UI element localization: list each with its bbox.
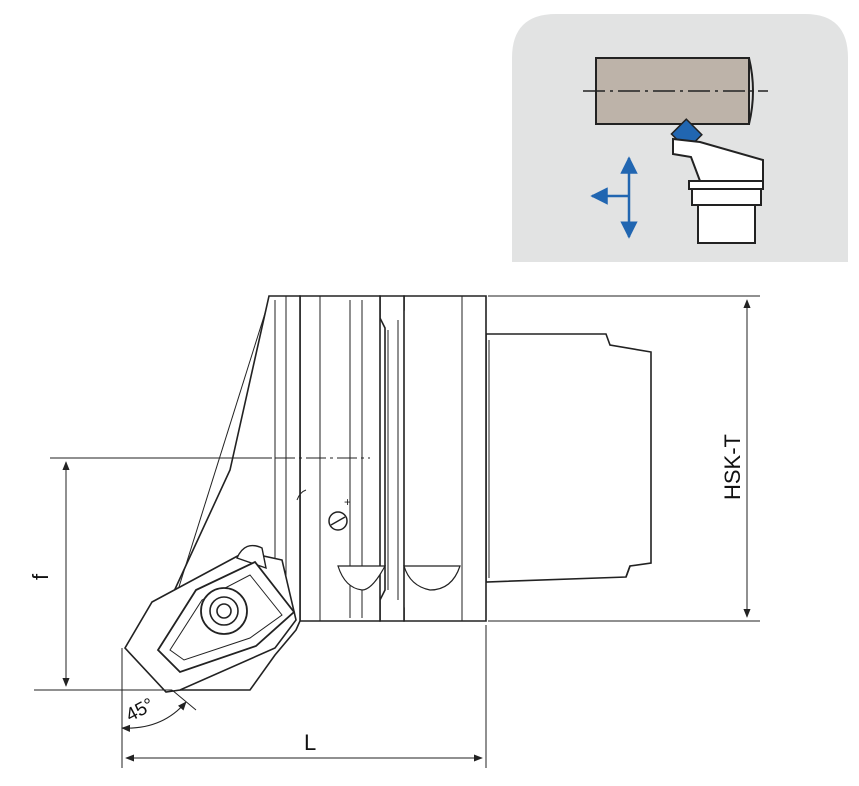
dimension-lines — [34, 295, 760, 768]
svg-text:+: + — [344, 495, 351, 509]
angle-label: 45° — [122, 694, 157, 726]
feed-direction-arrows-icon — [590, 156, 638, 239]
workpiece — [583, 57, 768, 125]
hsk-label: HSK-T — [720, 434, 745, 500]
angle-arc — [121, 701, 187, 732]
tool-holder: + — [124, 295, 652, 693]
coolant-groove — [403, 565, 461, 591]
clamp-lever — [236, 544, 267, 570]
coolant-groove — [337, 565, 387, 591]
machining-inset — [512, 14, 848, 262]
inset-tool — [670, 118, 764, 244]
f-label: f — [28, 573, 53, 580]
hsk-shank — [485, 333, 652, 583]
groove-ring — [379, 295, 405, 622]
length-label: L — [304, 730, 316, 755]
